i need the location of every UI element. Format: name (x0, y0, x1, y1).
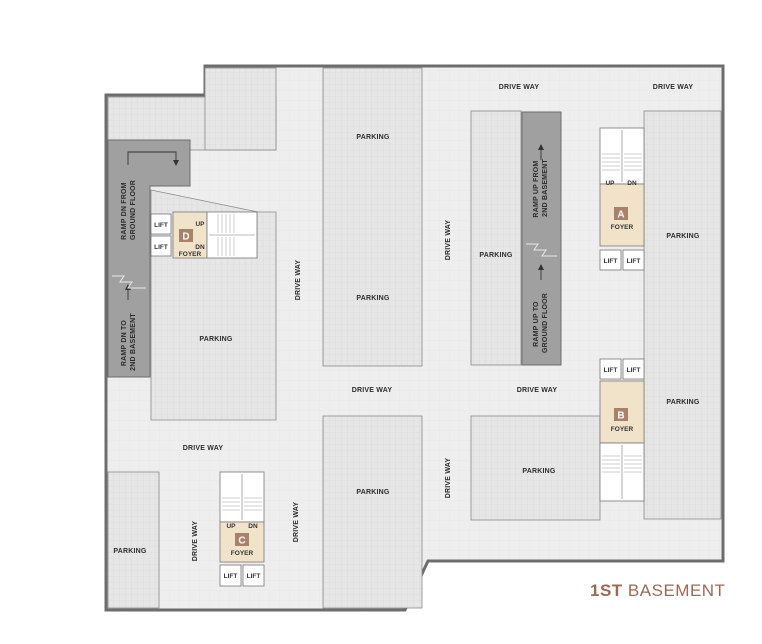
core-c: UP DN C FOYER LIFT LIFT (219, 471, 265, 587)
driveway-label-vertical-4: DRIVE WAY (293, 502, 300, 543)
core-c-lift-1: LIFT (224, 573, 238, 580)
core-b-foyer: FOYER (611, 426, 634, 433)
core-d-letter: D (182, 232, 189, 243)
driveway-label-vertical-2: DRIVE WAY (445, 220, 452, 261)
core-d-lift-1: LIFT (154, 222, 168, 229)
ramps (107, 111, 562, 378)
parking-bay-bottom-left (107, 471, 160, 609)
parking-label-center-top-2: PARKING (356, 295, 390, 302)
parking-bay-right (643, 110, 722, 520)
core-d-badge (179, 229, 193, 242)
ramp-dn-from-ground-line2: GROUND FLOOR (130, 180, 137, 240)
floor-title-name: BASEMENT (627, 581, 726, 600)
driveway-label-mid-2: DRIVE WAY (517, 387, 558, 394)
core-a-dn: DN (627, 180, 637, 187)
ramp-up-to-ground-line1: RAMP UP TO (533, 301, 540, 347)
core-c-lift-2: LIFT (247, 573, 261, 580)
ramp-middle (521, 111, 562, 366)
core-d: LIFT LIFT D UP DN FOYER (150, 211, 258, 259)
ramp-dn-to-2nd-line1: RAMP DN TO (121, 320, 128, 366)
svg-text:RAMP UP TO GROUND FLOOR: RAMP UP TO GROUND FLOOR (533, 293, 549, 353)
parking-label-lower-middle: PARKING (522, 468, 556, 475)
ramp-up-from-2nd-line1: RAMP UP FROM (533, 161, 540, 218)
core-d-lift-2: LIFT (154, 244, 168, 251)
svg-text:RAMP DN TO 2ND BASEMENT: RAMP DN TO 2ND BASEMENT (121, 313, 137, 371)
parking-bay-center-bottom (322, 415, 423, 609)
parking-label-bottom-left: PARKING (113, 548, 147, 555)
core-b-lift-1: LIFT (604, 367, 618, 374)
parking-label-middle: PARKING (479, 252, 513, 259)
core-c-up: UP (226, 523, 236, 530)
parking-bay-center-top (322, 67, 423, 367)
core-d-up: UP (195, 221, 205, 228)
core-d-foyer: FOYER (179, 251, 202, 258)
floor-title-level: 1ST (590, 581, 623, 600)
parking-label-right-2: PARKING (666, 399, 700, 406)
parking-bay-lower-middle (470, 415, 601, 521)
core-c-letter: C (238, 536, 245, 547)
core-a-up: UP (605, 180, 615, 187)
svg-text:RAMP DN FROM GROUND FLOO: RAMP DN FROM GROUND FLOOR (121, 180, 137, 240)
ramp-up-from-2nd-line2: 2ND BASEMENT (542, 159, 549, 217)
ramp-labels: RAMP DN FROM GROUND FLOOR RAMP DN TO 2ND… (121, 158, 549, 371)
core-b-letter: B (617, 411, 624, 422)
core-c-dn: DN (248, 523, 258, 530)
driveway-label-mid-1: DRIVE WAY (352, 387, 393, 394)
ramp-up-to-ground-line2: GROUND FLOOR (542, 293, 549, 353)
core-b-badge (614, 408, 628, 421)
driveway-label-vertical-5: DRIVE WAY (192, 521, 199, 562)
core-a-lift-2: LIFT (627, 258, 641, 265)
parking-label-center-bottom: PARKING (356, 489, 390, 496)
parking-label-d-block: PARKING (199, 336, 233, 343)
parking-label-center-top-1: PARKING (356, 134, 390, 141)
core-b-lift-2: LIFT (627, 367, 641, 374)
ramp-dn-to-2nd-line2: 2ND BASEMENT (130, 313, 137, 371)
core-a-foyer: FOYER (611, 224, 634, 231)
parking-bays (107, 67, 722, 609)
svg-text:RAMP UP FROM 2ND BASEMEN: RAMP UP FROM 2ND BASEMENT (533, 158, 549, 217)
core-c-badge (235, 533, 249, 546)
driveway-label-vertical-3: DRIVE WAY (445, 458, 452, 499)
parking-label-right-1: PARKING (666, 233, 700, 240)
core-c-foyer: FOYER (231, 550, 254, 557)
driveway-label-lower-left: DRIVE WAY (183, 445, 224, 452)
core-a-letter: A (617, 210, 624, 221)
parking-bay-middle (470, 110, 522, 366)
parking-bay-top-left-2 (204, 67, 277, 151)
driveway-label-top-2: DRIVE WAY (653, 84, 694, 91)
core-a-badge (614, 207, 628, 220)
driveway-label-top-1: DRIVE WAY (499, 84, 540, 91)
core-a-lift-1: LIFT (604, 258, 618, 265)
driveway-labels: DRIVE WAY DRIVE WAY DRIVE WAY DRIVE WAY … (183, 84, 694, 562)
core-a: UP DN A FOYER LIFT LIFT (599, 127, 645, 271)
floor-title: 1ST BASEMENT (590, 581, 725, 601)
core-b: LIFT LIFT B FOYER DN UP (599, 358, 645, 502)
driveway-label-vertical-1: DRIVE WAY (295, 260, 302, 301)
parking-labels: PARKING PARKING PARKING PARKING PARKING … (113, 134, 700, 555)
core-d-dn: DN (195, 244, 205, 251)
ramp-dn-from-ground-line1: RAMP DN FROM (121, 182, 128, 240)
ramp-left (107, 139, 191, 378)
